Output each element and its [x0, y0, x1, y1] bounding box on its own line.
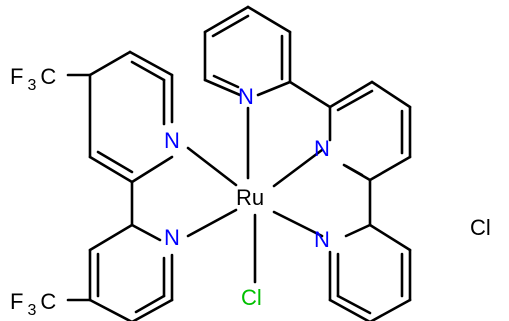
bond	[96, 150, 134, 174]
atom-n-bipyridine-top: N	[164, 128, 180, 153]
atom-ruthenium: Ru	[236, 185, 264, 210]
bond	[288, 80, 332, 109]
bond	[370, 80, 412, 109]
bond	[344, 164, 364, 177]
bond	[128, 50, 174, 77]
coordination-bond	[272, 148, 324, 188]
cf3-group-bottom: F 3 C	[10, 289, 56, 319]
coordination-bond	[186, 208, 238, 238]
bond	[88, 155, 134, 184]
bond	[130, 60, 166, 82]
atom-n-terpyridine-bottom: N	[314, 227, 330, 252]
coordination-bond	[186, 146, 238, 187]
atom-chloride-ligand: Cl	[241, 285, 262, 310]
bond	[203, 5, 250, 34]
cf3-group-top: F 3 C	[10, 64, 56, 94]
cf3-bottom-subscript: 3	[27, 302, 36, 319]
bond	[88, 223, 134, 252]
atom-n-terpyridine-top: N	[238, 84, 254, 109]
bond-lines	[66, 5, 412, 321]
bond	[130, 223, 162, 242]
bond	[130, 155, 174, 184]
cf3-top-f: F	[10, 64, 23, 89]
cf3-bottom-c: C	[40, 289, 56, 314]
bond	[344, 223, 372, 238]
bond	[88, 50, 132, 77]
cf3-bottom-f: F	[10, 289, 23, 314]
counter-ion-chloride: Cl	[470, 215, 491, 240]
bond	[369, 298, 412, 321]
atom-n-terpyridine-center: N	[314, 136, 330, 161]
bond	[203, 78, 242, 97]
bond	[134, 294, 166, 314]
bond	[336, 294, 372, 315]
coordination-bond	[272, 210, 324, 238]
bond	[368, 155, 412, 182]
bond	[328, 80, 374, 109]
atom-n-bipyridine-bottom: N	[164, 225, 180, 250]
bond	[256, 80, 292, 97]
cf3-top-c: C	[40, 64, 56, 89]
bond	[336, 89, 374, 112]
bond	[131, 298, 174, 321]
bond	[212, 74, 240, 89]
bond	[368, 223, 412, 252]
bond	[211, 14, 250, 38]
cf3-top-subscript: 3	[27, 77, 36, 94]
bond	[88, 298, 133, 321]
bond	[246, 5, 292, 34]
bond	[328, 298, 371, 321]
